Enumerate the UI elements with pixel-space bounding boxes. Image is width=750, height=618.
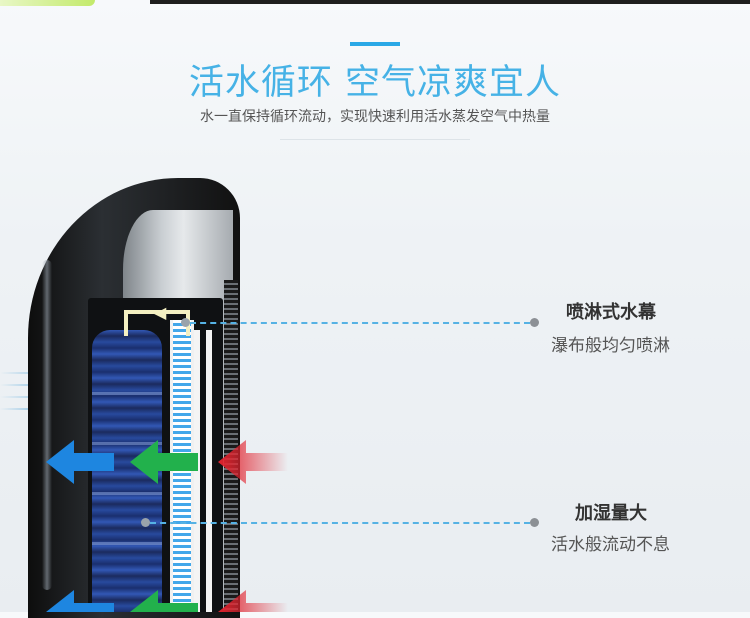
- top-strip: [150, 0, 750, 4]
- shell-highlight: [42, 260, 52, 590]
- callout-title: 加湿量大: [575, 503, 647, 524]
- green-arrow-icon: [130, 590, 198, 612]
- side-vent: [224, 280, 238, 612]
- green-arrow-icon: [130, 440, 198, 484]
- callout-end-dot: [530, 318, 539, 327]
- fan-ring: [92, 542, 162, 545]
- callout-line: [150, 522, 530, 524]
- subtitle-divider: [280, 139, 470, 140]
- loop-arrow-icon: ◀: [154, 303, 167, 322]
- fan-ring: [92, 392, 162, 395]
- callout-line: [190, 322, 530, 324]
- title-accent-bar: [350, 42, 400, 46]
- callout-desc: 活水般流动不息: [551, 535, 670, 555]
- water-pipe: [206, 330, 212, 612]
- top-left-decoration: [0, 0, 95, 6]
- page-subtitle: 水一直保持循环流动，实现快速利用活水蒸发空气中热量: [200, 109, 550, 125]
- callout-desc: 瀑布般均匀喷淋: [551, 336, 670, 356]
- red-arrow-icon: [218, 440, 288, 484]
- air-cooler-product: ◀: [28, 170, 243, 618]
- motion-line: [0, 408, 45, 410]
- blue-arrow-icon: [46, 440, 114, 484]
- motion-line: [0, 384, 50, 386]
- callout-title: 喷淋式水幕: [566, 302, 656, 323]
- callout-anchor-dot: [181, 318, 190, 327]
- callout-end-dot: [530, 518, 539, 527]
- callout-anchor-dot: [141, 518, 150, 527]
- blue-arrow-icon: [46, 590, 114, 612]
- page-title: 活水循环 空气凉爽宜人: [188, 63, 562, 103]
- fan-ring: [92, 492, 162, 495]
- red-arrow-icon: [218, 590, 288, 612]
- fan-ring: [92, 442, 162, 445]
